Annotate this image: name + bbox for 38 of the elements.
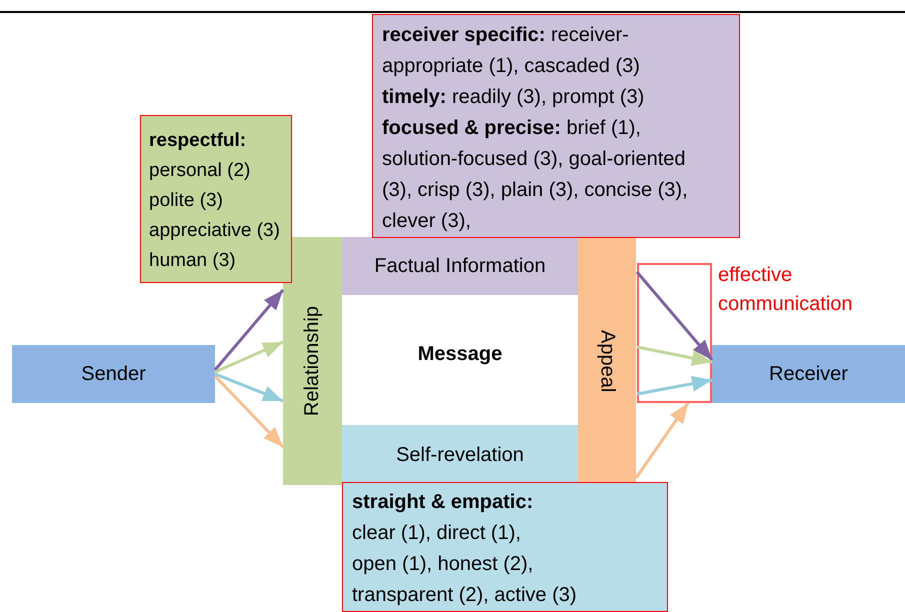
attribute-heading: straight & empatic:	[352, 490, 534, 515]
attribute-heading: respectful:	[149, 129, 248, 153]
arrow	[636, 346, 712, 366]
attribute-text: human (3)	[149, 249, 237, 273]
attribute-text: personal (2)	[149, 159, 252, 183]
attribute-text: clear (1), direct (1),	[352, 521, 522, 546]
node-label: Receiver	[769, 362, 848, 386]
node-label: Relationship	[301, 306, 324, 416]
receiver-box	[712, 345, 905, 403]
attribute-text: focused & precise: brief (1), solution-focused (3), goal-oriented (3), crisp (3), plain (3), concise (3), clever (3),	[382, 116, 689, 234]
attribute-box	[372, 14, 740, 238]
arrow	[634, 402, 690, 479]
highlight-frame	[637, 263, 712, 403]
arrow	[214, 289, 284, 371]
attribute-text: receiver specific: receiver-appropriate (1), cascaded (3)	[382, 23, 641, 79]
arrow	[214, 374, 284, 448]
attribute-text: transparent (2), active (3)	[352, 583, 578, 608]
node-label: Sender	[81, 362, 146, 386]
node-label: Self-revelation	[396, 444, 524, 466]
attribute-box	[140, 115, 292, 283]
center-label: Message	[416, 343, 504, 366]
appeal-band	[578, 237, 636, 485]
attribute-text: timely: readily (3), prompt (3)	[382, 85, 646, 110]
relationship-band	[283, 237, 342, 485]
attribute-box	[342, 482, 668, 612]
node-label: Appeal	[596, 330, 618, 392]
arrow	[636, 271, 714, 361]
factual-band	[342, 237, 578, 295]
node-label: Factual Information	[374, 254, 546, 278]
attribute-text: polite (3)	[149, 189, 224, 213]
arrow	[636, 376, 712, 396]
arrow	[214, 372, 284, 402]
self-revelation-band	[342, 425, 578, 485]
beside-text: effective communication	[718, 263, 854, 317]
attribute-text: appreciative (3)	[149, 219, 281, 243]
arrow	[214, 340, 284, 374]
sender-box	[12, 345, 215, 403]
attribute-text: open (1), honest (2),	[352, 552, 534, 577]
